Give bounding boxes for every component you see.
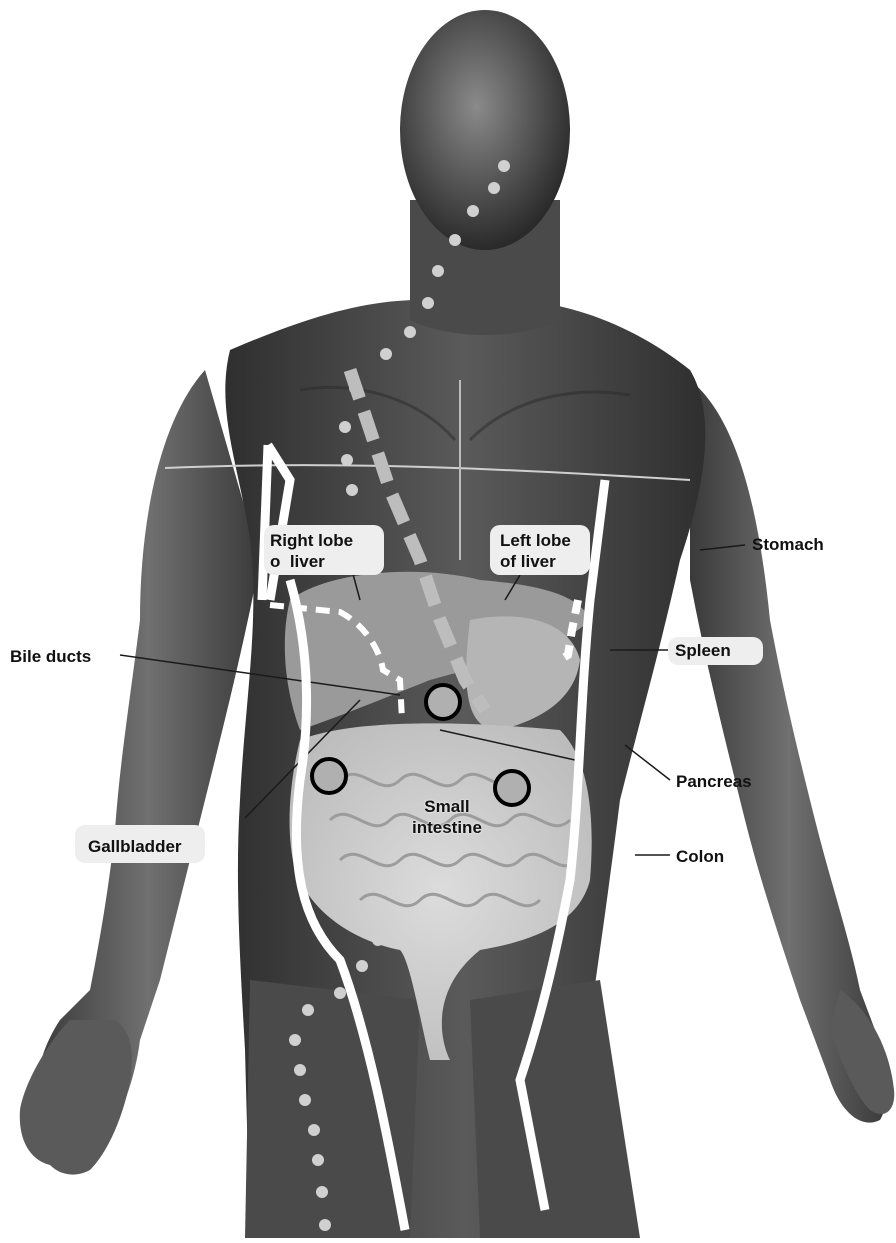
label-colon: Colon [676,846,724,867]
right-leg [245,980,420,1238]
marker-right [495,771,529,805]
label-right-lobe: Right lobe o liver [270,530,353,572]
label-left-lobe: Left lobe of liver [500,530,571,572]
label-small-intestine: Small intestine [412,796,482,838]
label-pancreas: Pancreas [676,771,752,792]
label-stomach: Stomach [752,534,824,555]
label-bile-ducts: Bile ducts [10,646,91,667]
label-spleen: Spleen [675,640,731,661]
marker-upper [426,685,460,719]
head [400,10,570,250]
marker-left [312,759,346,793]
left-leg [470,980,640,1238]
label-gallbladder: Gallbladder [88,836,182,857]
right-hand [20,1020,132,1175]
